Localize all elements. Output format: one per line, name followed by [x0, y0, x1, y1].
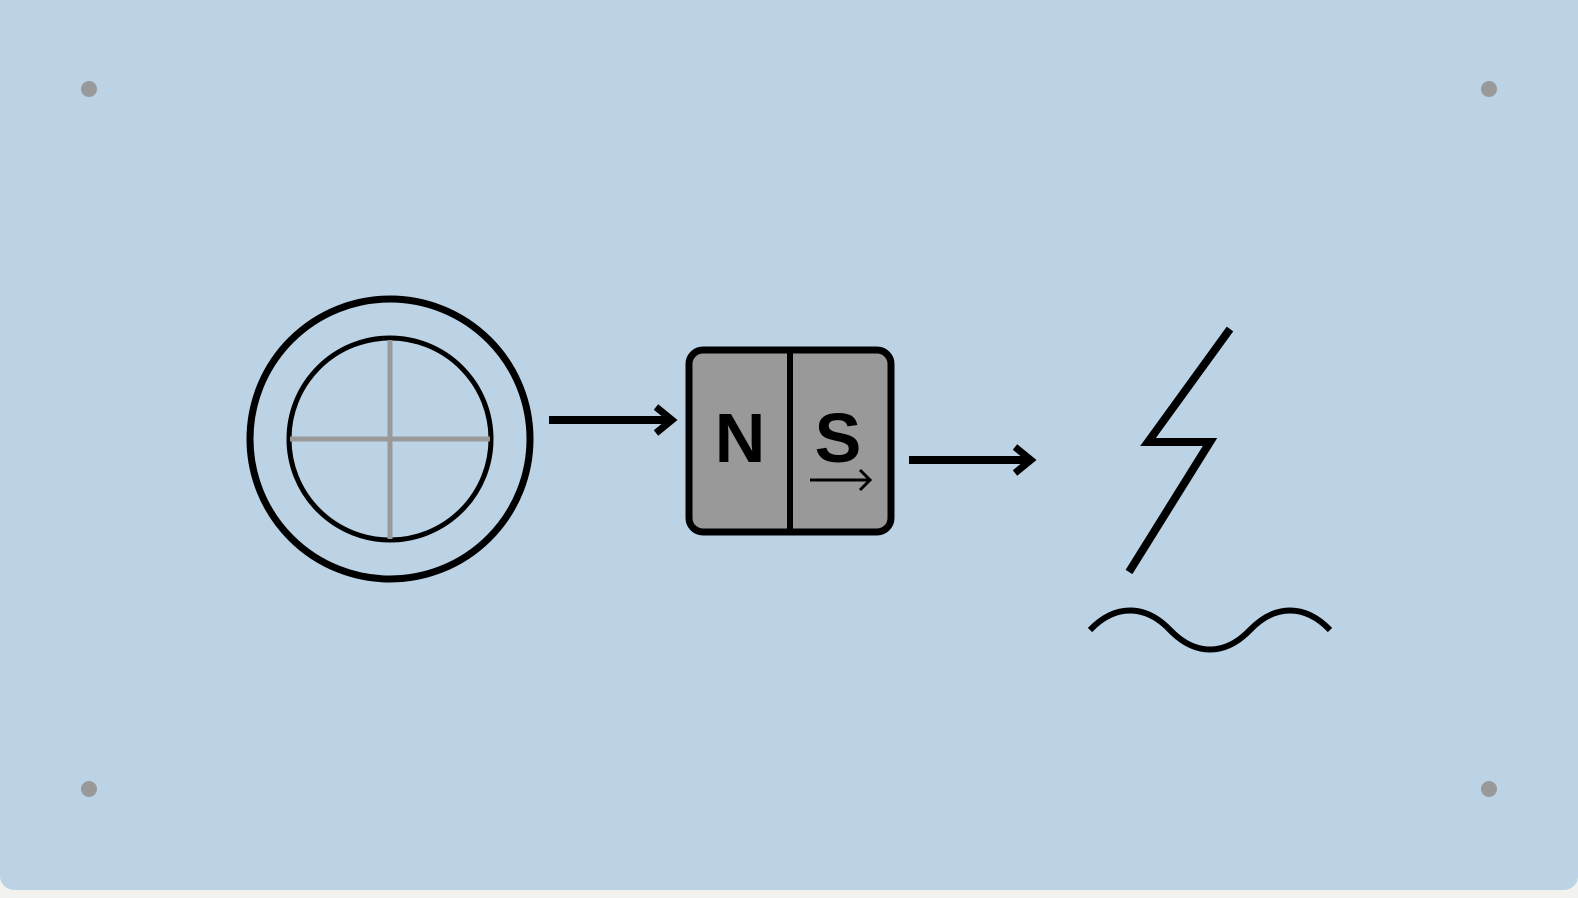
arrow-coil-to-magnet: [549, 404, 678, 436]
coil-outer-ring: [246, 295, 534, 583]
magnet-field-arrow-head: [858, 468, 873, 492]
arrow-head: [653, 404, 678, 436]
corner-dot-top-right: [1481, 81, 1497, 97]
arrow-head: [1012, 444, 1037, 476]
lightning-bolt-icon: [1125, 326, 1234, 575]
coil-inner-ring: [286, 335, 494, 543]
coil-crosshair-icon: [246, 295, 534, 583]
corner-dot-bottom-left: [81, 781, 97, 797]
corner-dot-bottom-right: [1481, 781, 1497, 797]
sine-wave-icon: [1087, 607, 1333, 653]
magnet-north-label: N: [715, 399, 766, 477]
magnet-south-label: S: [815, 399, 862, 477]
arrow-magnet-to-electricity: [909, 444, 1037, 476]
corner-dot-top-left: [81, 81, 97, 97]
corner-dots: [81, 81, 1497, 797]
bar-magnet-icon: N S: [685, 346, 895, 536]
